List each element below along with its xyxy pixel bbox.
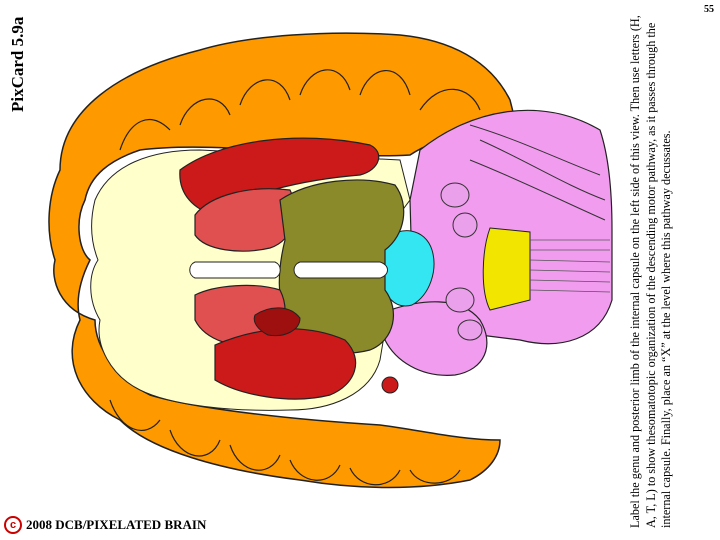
page-number: 55 [704,4,714,15]
corticospinal-tract-yellow [482,227,531,311]
sulci-bottom [109,399,461,486]
copyright-line: c 2008 DCB/PIXELATED BRAIN [4,516,206,534]
sulci-top [119,69,481,151]
anterior-horn [189,261,281,279]
instructions-text: Label the genu and posterior limb of the… [628,15,673,528]
globus-pallidus-dark [253,307,301,337]
cerebellum-folia [469,124,606,221]
third-ventricle [293,261,388,279]
red-nucleus [381,376,399,394]
brainstem-fibers [529,239,611,293]
pons [384,301,488,376]
card-title: PixCard 5.9a [8,16,27,112]
cerebellar-lobules [440,182,483,341]
globus-pallidus [214,328,357,400]
copyright-icon: c [4,516,22,534]
copyright-text: 2008 DCB/PIXELATED BRAIN [26,517,207,532]
